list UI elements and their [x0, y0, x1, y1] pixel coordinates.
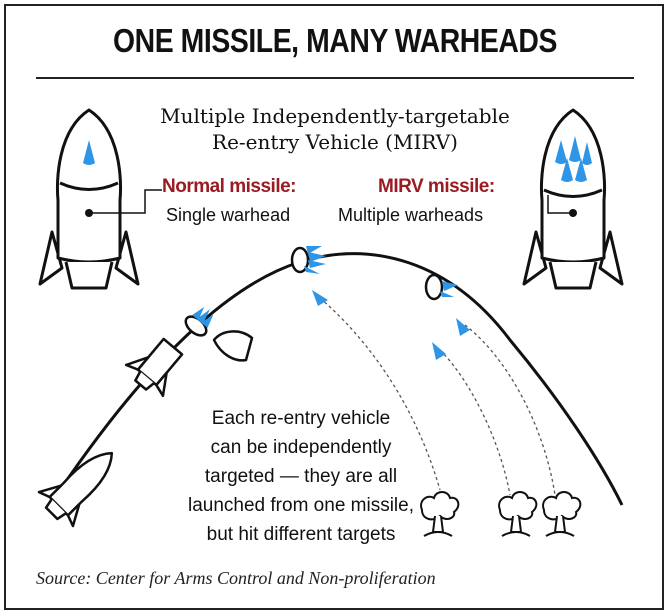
mirv-missile-icon	[522, 108, 624, 290]
bus-descent-icon	[424, 273, 458, 301]
explanation-text: Each re-entry vehicle can be independent…	[186, 404, 416, 549]
mirv-missile-heading: MIRV missile:	[378, 176, 495, 197]
mirv-missile-desc: Multiple warheads	[338, 205, 484, 225]
normal-missile-heading: Normal missile:	[162, 176, 297, 197]
bus-apex-icon	[290, 246, 326, 274]
explosion-icon	[420, 491, 460, 537]
subtitle-line-1: Multiple Independently-targetable	[160, 104, 510, 128]
warhead-icon	[456, 318, 470, 336]
subtitle-line-2: Re-entry Vehicle (MIRV)	[212, 130, 458, 154]
explanation-line: launched from one missile,	[188, 495, 414, 516]
nose-cone-shroud	[212, 330, 254, 362]
normal-missile-icon	[38, 108, 140, 290]
source-note: Source: Center for Arms Control and Non-…	[36, 568, 436, 588]
explanation-line: targeted — they are all	[204, 466, 398, 487]
launch-missile-icon	[37, 451, 114, 528]
warhead-icon	[432, 342, 446, 360]
leader-lines	[91, 189, 573, 214]
explanation-line: Each re-entry vehicle	[211, 408, 391, 429]
stage-missile-icon	[124, 337, 184, 398]
explosion-icon	[498, 491, 538, 537]
released-warheads	[312, 290, 470, 360]
explanation-line: can be independently	[210, 437, 392, 458]
warhead-icon	[312, 290, 328, 306]
explosion-icon	[542, 491, 582, 537]
bus-stage-icon	[184, 306, 214, 337]
normal-missile-desc: Single warhead	[166, 205, 291, 225]
title-divider	[36, 77, 634, 79]
page-title: ONE MISSILE, MANY WARHEADS	[112, 22, 558, 59]
explanation-line: but hit different targets	[206, 524, 396, 545]
